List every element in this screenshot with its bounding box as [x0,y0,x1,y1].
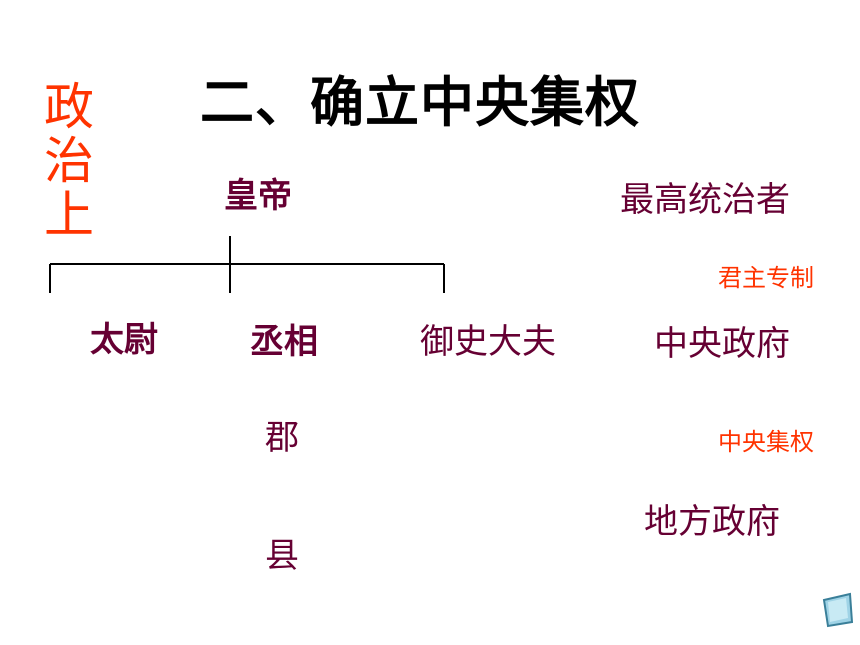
node-chengxiang: 丞相 [250,322,318,362]
node-taiwei: 太尉 [90,320,158,360]
node-xian: 县 [265,536,299,576]
role-central-government: 中央政府 [654,324,790,364]
node-jun: 郡 [265,418,299,458]
page-title: 二、确立中央集权 [200,71,640,134]
note-centralization: 中央集权 [718,428,814,456]
role-local-government: 地方政府 [644,502,780,542]
next-slide-icon[interactable] [820,592,856,628]
node-emperor: 皇帝 [224,176,292,216]
role-highest-ruler: 最高统治者 [620,180,790,220]
side-label-political: 政治上 [44,78,94,244]
node-yushidafu: 御史大夫 [420,322,556,362]
note-autocracy: 君主专制 [718,264,814,292]
